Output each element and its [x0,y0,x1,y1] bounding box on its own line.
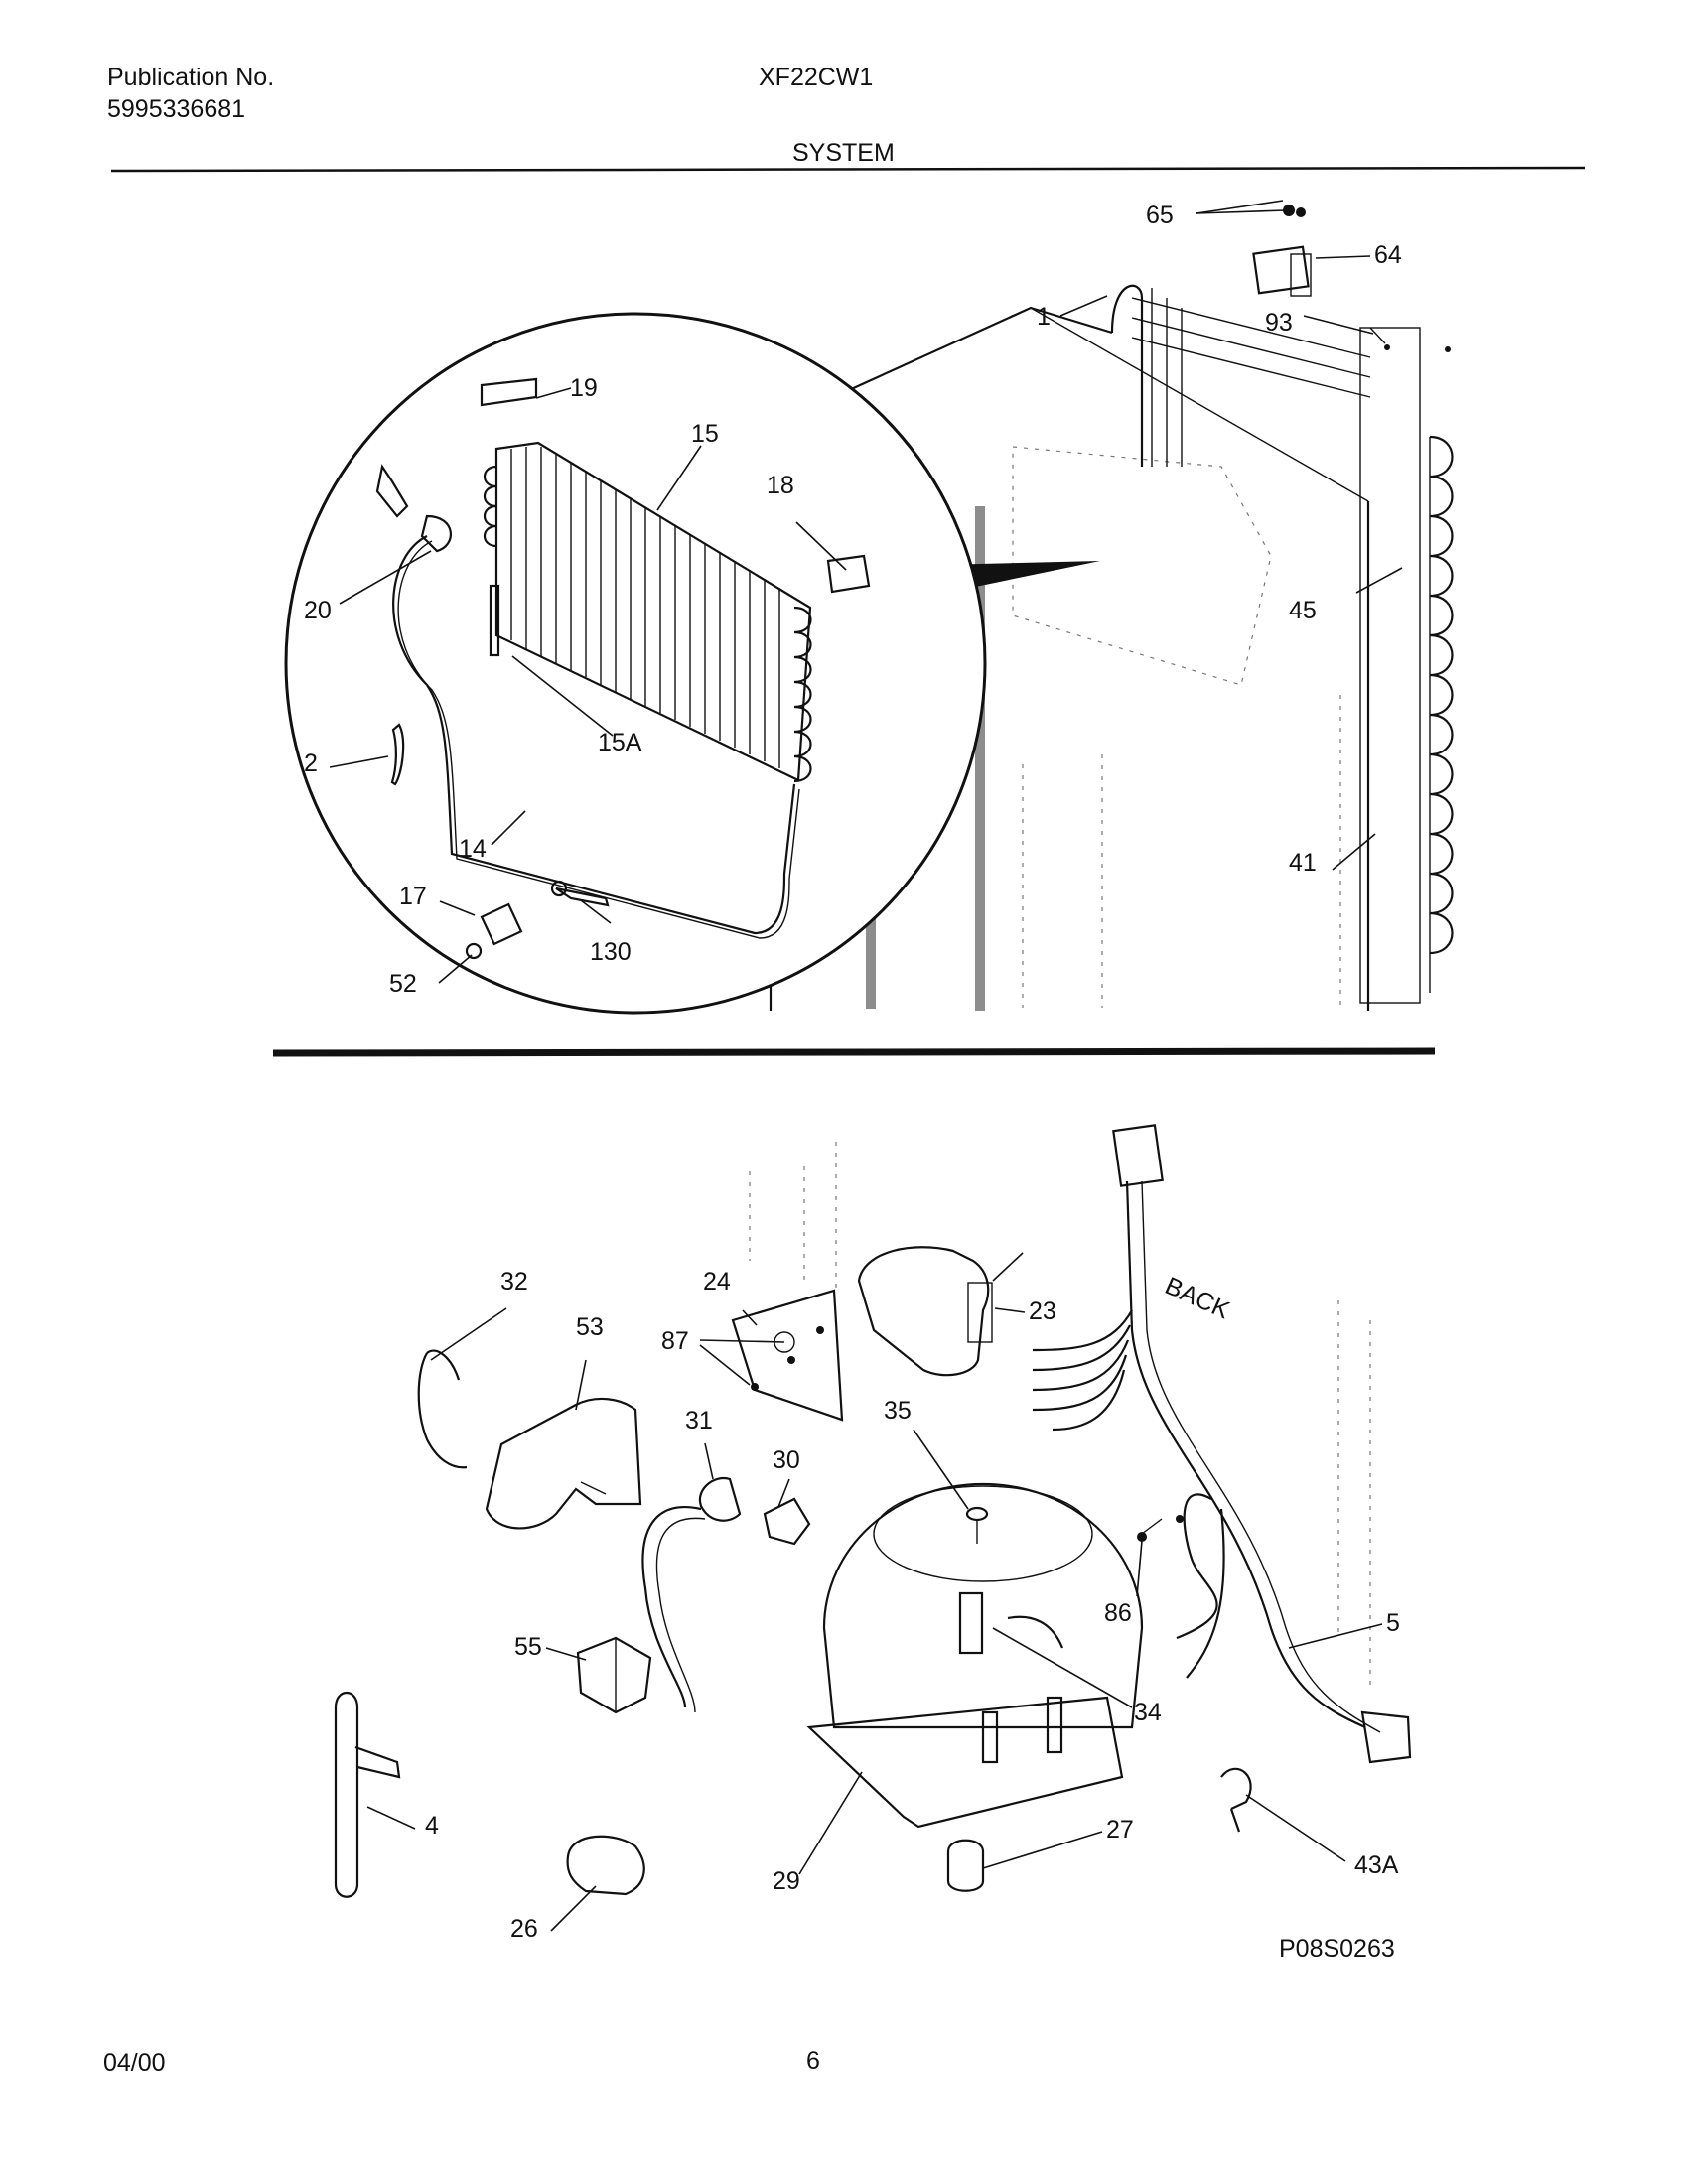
relay-parts-30-31 [641,1476,811,1713]
callout-4: 4 [425,1812,439,1840]
page-number: 6 [806,2047,820,2075]
cover-53 [485,1397,642,1530]
callout-65: 65 [1146,202,1174,229]
relay-23 [857,1246,1024,1377]
callout-45: 45 [1289,597,1317,624]
callout-1: 1 [1037,303,1051,331]
header-rule [110,166,1586,173]
bottom-leaders [366,1307,1383,1932]
callout-130: 130 [590,938,632,966]
overload-bracket [731,1289,844,1422]
callout-52: 52 [389,970,417,998]
section-divider [272,1047,1436,1057]
callout-35: 35 [884,1397,912,1425]
callout-2: 2 [304,750,318,777]
evaporator [483,441,812,783]
callout-86: 86 [1104,1599,1132,1627]
defrost-parts [375,377,871,960]
section-title: SYSTEM [792,139,895,167]
callout-23: 23 [1029,1297,1056,1325]
power-cord [1112,1124,1412,1764]
callout-55: 55 [514,1633,542,1661]
callout-34: 34 [1134,1699,1162,1726]
callout-64: 64 [1374,241,1402,269]
diagram-code: P08S0263 [1279,1935,1395,1963]
tubing [1032,1309,1225,1679]
callout-30: 30 [773,1446,800,1474]
heater-wire [392,535,800,939]
callout-29: 29 [773,1867,800,1895]
callout-14: 14 [459,835,487,863]
top-leaders [329,200,1403,984]
relay-bracket-part [1252,205,1312,297]
evaporator-detail-circle [284,312,987,1015]
callout-20: 20 [304,597,332,624]
callout-19: 19 [570,374,598,402]
screws [1369,327,1451,352]
wire-clip-32 [417,1349,468,1469]
footer-date: 04/00 [103,2049,166,2077]
compressor [806,1482,1144,1829]
callout-87: 87 [661,1327,689,1355]
callout-93: 93 [1265,309,1293,337]
callout-31: 31 [685,1407,713,1434]
model-number: XF22CW1 [759,64,874,91]
publication-number: 5995336681 [107,95,246,123]
screw-86 [1137,1515,1184,1542]
publication-label: Publication No. [107,64,275,91]
callout-26: 26 [510,1915,538,1943]
callout-32: 32 [500,1268,528,1296]
grommets [566,1767,1252,1896]
callout-18: 18 [767,472,794,499]
callout-15a: 15A [598,729,642,756]
callout-43a: 43A [1354,1851,1399,1879]
callout-41: 41 [1289,849,1317,877]
callout-17: 17 [399,883,427,910]
callout-15: 15 [691,420,719,448]
callout-5: 5 [1386,1609,1400,1637]
capacitor-55 [576,1636,652,1714]
callout-24: 24 [703,1268,731,1296]
accumulator-4 [334,1691,401,1898]
condenser-coil [1110,284,1454,1004]
callout-27: 27 [1106,1816,1134,1843]
callout-53: 53 [576,1313,604,1341]
